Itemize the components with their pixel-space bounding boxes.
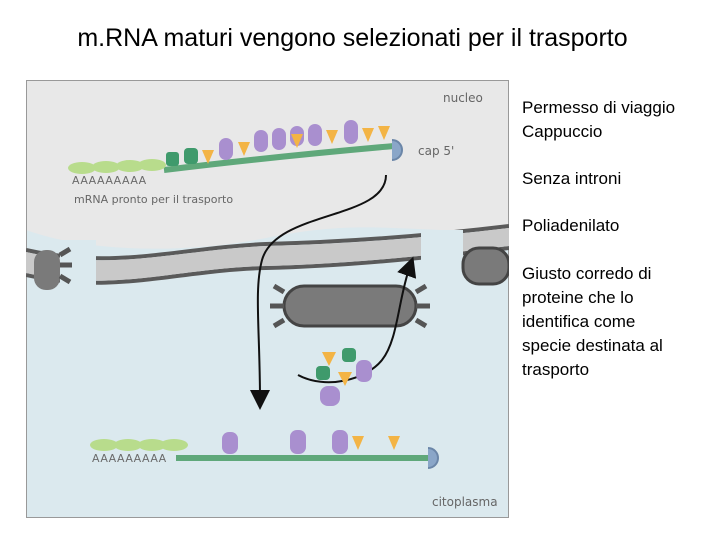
sidebar-line-5d: specie destinata al	[522, 336, 663, 355]
poly-a-binding-proteins-top	[68, 159, 166, 174]
mrna-strand-top	[163, 143, 395, 173]
nucleus-region	[26, 80, 509, 249]
cap-5-bottom	[427, 447, 439, 469]
sidebar-line-1: Permesso di viaggio	[522, 98, 676, 117]
label-cytoplasm: citoplasma	[432, 495, 498, 509]
sidebar-line-5e: trasporto	[522, 360, 590, 379]
slide-title: m.RNA maturi vengono selezionati per il …	[77, 24, 628, 52]
poly-a-tail-bottom: AAAAAAAAA	[92, 452, 167, 465]
proteins-bottom	[222, 430, 400, 454]
sidebar-block-permission: Permesso di viaggio Cappuccio	[522, 96, 714, 144]
recycling-arrow	[297, 256, 417, 384]
recycled-proteins	[316, 348, 372, 406]
cap-5-top	[391, 139, 403, 161]
sidebar-line-3: Senza introni	[522, 169, 622, 188]
sidebar-line-5c: identifica come	[522, 312, 636, 331]
sidebar-block-proteins: Giusto corredo di proteine che lo identi…	[522, 262, 714, 382]
pore-complex-center	[270, 283, 430, 329]
figure-border	[26, 80, 509, 518]
mrna-ready-for-transport: AAAAAAAAA cap 5' mRNA pronto per il tras…	[68, 120, 454, 206]
sidebar-line-2: Cappuccio	[522, 122, 603, 141]
export-proteins-top	[166, 120, 390, 166]
poly-a-binding-proteins-bottom	[90, 439, 188, 451]
poly-a-tail-top: AAAAAAAAA	[72, 174, 147, 187]
label-mrna-ready: mRNA pronto per il trasporto	[74, 193, 233, 206]
mrna-export-figure: nucleo citoplasma AAAAAAAAA cap 5' mR	[25, 80, 511, 518]
sidebar-line-4: Poliadenilato	[522, 216, 620, 235]
sidebar-line-5b: proteine che lo	[522, 288, 634, 307]
sidebar-block-polya: Poliadenilato	[522, 214, 714, 238]
pore-complex-left	[34, 246, 72, 290]
nuclear-pore-right	[421, 230, 463, 276]
label-cap-5: cap 5'	[418, 144, 454, 158]
label-nucleus: nucleo	[443, 91, 483, 105]
pore-complex-right	[461, 246, 511, 286]
export-arrow	[249, 174, 387, 410]
sidebar-block-introns: Senza introni	[522, 167, 714, 191]
mrna-in-cytoplasm: AAAAAAAAA	[90, 430, 439, 469]
sidebar-line-5a: Giusto corredo di	[522, 264, 652, 283]
